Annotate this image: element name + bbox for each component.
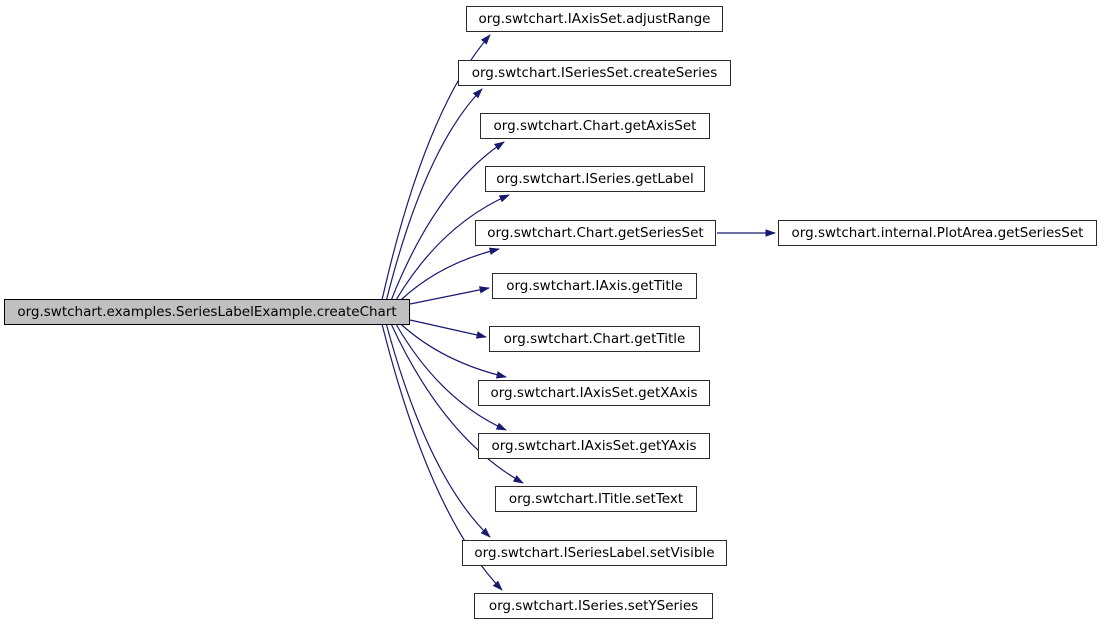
graph-node-set-text[interactable]: org.swtchart.ITitle.setText xyxy=(495,486,697,512)
node-label: org.swtchart.ITitle.setText xyxy=(508,491,684,507)
call-edge xyxy=(385,88,483,301)
graph-node-get-label[interactable]: org.swtchart.ISeries.getLabel xyxy=(485,166,705,192)
node-label: org.swtchart.IAxisSet.adjustRange xyxy=(478,11,711,27)
node-label: org.swtchart.Chart.getAxisSet xyxy=(493,118,697,134)
graph-node-create-series[interactable]: org.swtchart.ISeriesSet.createSeries xyxy=(458,60,731,86)
node-label: org.swtchart.ISeriesLabel.setVisible xyxy=(474,545,715,561)
call-edge xyxy=(409,319,487,339)
graph-node-plotarea-get-series-set[interactable]: org.swtchart.internal.PlotArea.getSeries… xyxy=(778,220,1097,246)
call-edge xyxy=(385,323,491,538)
node-label: org.swtchart.ISeriesSet.createSeries xyxy=(471,65,718,81)
graph-node-set-y-series[interactable]: org.swtchart.ISeries.setYSeries xyxy=(474,593,713,619)
graph-node-set-visible[interactable]: org.swtchart.ISeriesLabel.setVisible xyxy=(462,540,727,566)
call-edge xyxy=(400,247,500,301)
graph-node-chart-get-title[interactable]: org.swtchart.Chart.getTitle xyxy=(489,326,700,352)
node-label: org.swtchart.examples.SeriesLabelExample… xyxy=(17,304,397,320)
node-label: org.swtchart.internal.PlotArea.getSeries… xyxy=(791,225,1084,241)
node-label: org.swtchart.Chart.getSeriesSet xyxy=(487,225,704,241)
graph-node-get-axis-set[interactable]: org.swtchart.Chart.getAxisSet xyxy=(480,113,710,139)
node-label: org.swtchart.IAxisSet.getYAxis xyxy=(491,438,697,454)
graph-node-get-x-axis[interactable]: org.swtchart.IAxisSet.getXAxis xyxy=(478,380,710,406)
call-edge xyxy=(409,286,490,305)
node-label: org.swtchart.ISeries.setYSeries xyxy=(488,598,699,614)
node-label: org.swtchart.IAxis.getTitle xyxy=(506,278,683,294)
node-label: org.swtchart.Chart.getTitle xyxy=(503,331,686,347)
graph-node-iaxis-get-title[interactable]: org.swtchart.IAxis.getTitle xyxy=(492,273,697,299)
graph-node-adjust-range[interactable]: org.swtchart.IAxisSet.adjustRange xyxy=(466,6,723,32)
graph-node-create-chart: org.swtchart.examples.SeriesLabelExample… xyxy=(4,299,410,325)
graph-node-get-series-set[interactable]: org.swtchart.Chart.getSeriesSet xyxy=(475,220,716,246)
node-label: org.swtchart.IAxisSet.getXAxis xyxy=(490,385,698,401)
node-label: org.swtchart.ISeries.getLabel xyxy=(496,171,694,187)
graph-node-get-y-axis[interactable]: org.swtchart.IAxisSet.getYAxis xyxy=(478,433,710,459)
